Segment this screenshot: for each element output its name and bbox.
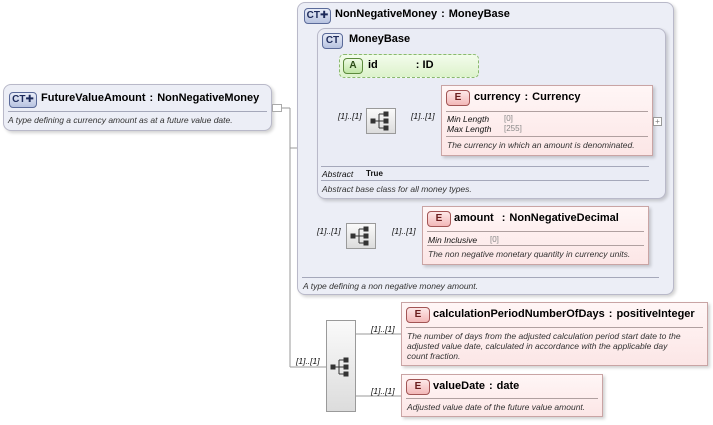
element-icon: E <box>427 211 451 227</box>
abstract-value: True <box>366 169 383 178</box>
calculation-period-days-description-line: The number of days from the adjusted cal… <box>407 331 681 341</box>
moneybase-description: Abstract base class for all money types. <box>322 184 472 194</box>
divider <box>446 111 648 112</box>
divider <box>302 277 659 278</box>
value-date-title: valueDate:date <box>433 380 520 392</box>
min-inclusive-label: Min Inclusive <box>428 235 478 245</box>
divider <box>406 327 703 328</box>
divider <box>321 180 649 181</box>
amount-description: The non negative monetary quantity in cu… <box>428 249 631 259</box>
value-date-element-box[interactable]: E valueDate:date Adjusted value date of … <box>401 374 603 417</box>
value-date-description: Adjusted value date of the future value … <box>407 402 586 412</box>
element-icon: E <box>406 307 430 323</box>
divider <box>321 166 649 167</box>
divider <box>446 136 648 137</box>
expand-toggle[interactable]: + <box>653 117 662 126</box>
root-type-box[interactable]: CT✚ FutureValueAmount:NonNegativeMoney A… <box>3 84 272 131</box>
currency-description: The currency in which an amount is denom… <box>447 140 635 150</box>
cardinality-label: [1]..[1] <box>296 356 320 366</box>
root-description: A type defining a currency amount as at … <box>8 115 233 125</box>
complex-type-icon: CT✚ <box>304 8 331 24</box>
cardinality-label: [1]..[1] <box>371 386 395 396</box>
calculation-period-days-element-box[interactable]: E calculationPeriodNumberOfDays:positive… <box>401 302 708 366</box>
calculation-period-days-description-line: count fraction. <box>407 351 461 361</box>
max-length-value: [255] <box>504 124 522 133</box>
sequence-compositor-icon[interactable] <box>366 108 396 134</box>
moneybase-title: MoneyBase <box>349 33 411 45</box>
cardinality-label: [1]..[1] <box>338 111 362 121</box>
cardinality-label: [1]..[1] <box>411 111 435 121</box>
min-inclusive-value: [0] <box>490 235 499 244</box>
divider <box>427 231 644 232</box>
min-length-label: Min Length <box>447 114 490 124</box>
calculation-period-days-description-line: adjusted value date, calculated in accor… <box>407 341 668 351</box>
root-type-title: FutureValueAmount:NonNegativeMoney <box>41 92 260 104</box>
element-icon: E <box>446 90 470 106</box>
currency-element-box[interactable]: E currency:Currency Min Length [0] Max L… <box>441 85 653 156</box>
attribute-icon: A <box>343 58 363 74</box>
element-icon: E <box>406 379 430 395</box>
abstract-label: Abstract <box>322 169 354 179</box>
collapse-toggle[interactable] <box>272 104 282 112</box>
cardinality-label: [1]..[1] <box>317 226 341 236</box>
id-attribute-box[interactable]: A id: ID <box>339 54 479 78</box>
nonnegativemoney-description: A type defining a non negative money amo… <box>303 281 478 291</box>
currency-title: currency:Currency <box>474 91 581 103</box>
amount-element-box[interactable]: E amount:NonNegativeDecimal Min Inclusiv… <box>422 206 649 265</box>
cardinality-label: [1]..[1] <box>371 324 395 334</box>
complex-type-icon: CT✚ <box>9 92 37 108</box>
divider <box>406 398 598 399</box>
cardinality-label: [1]..[1] <box>392 226 416 236</box>
max-length-label: Max Length <box>447 124 492 134</box>
divider <box>427 245 644 246</box>
sequence-compositor-icon[interactable] <box>346 223 376 249</box>
amount-title: amount:NonNegativeDecimal <box>454 212 619 224</box>
sequence-compositor-icon[interactable] <box>326 320 356 412</box>
divider <box>8 111 267 112</box>
nonnegativemoney-title: NonNegativeMoney:MoneyBase <box>335 8 510 20</box>
min-length-value: [0] <box>504 114 513 123</box>
id-attribute-title: id: ID <box>368 59 434 71</box>
complex-type-icon: CT <box>322 33 343 49</box>
calculation-period-days-title: calculationPeriodNumberOfDays:positiveIn… <box>433 308 695 320</box>
